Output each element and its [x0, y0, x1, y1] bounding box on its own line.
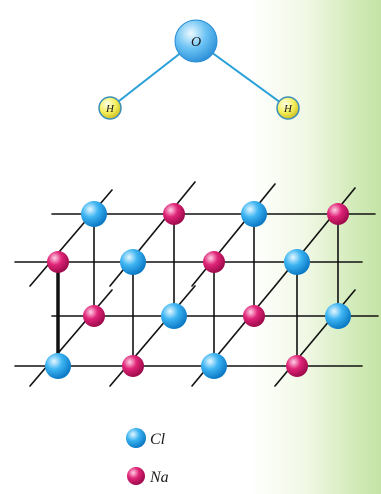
lattice-line: [29, 289, 113, 387]
lattice-line: [109, 285, 196, 387]
water-molecule: O H H: [98, 19, 300, 120]
legend-na-swatch: [127, 467, 145, 485]
cl-ion: [284, 249, 310, 275]
cl-ion: [45, 353, 71, 379]
na-ion: [122, 355, 144, 377]
cl-ion: [201, 353, 227, 379]
na-ion: [286, 355, 308, 377]
na-ion: [203, 251, 225, 273]
nacl-crystal-lattice: [14, 181, 379, 387]
cl-ion: [241, 201, 267, 227]
na-ion: [243, 305, 265, 327]
cl-ion: [120, 249, 146, 275]
hydrogen-atom-left: [98, 96, 122, 120]
legend-cl-label: Cl: [150, 431, 166, 448]
na-ion: [83, 305, 105, 327]
na-ion: [327, 203, 349, 225]
lattice-line: [274, 187, 356, 287]
na-ion: [47, 251, 69, 273]
na-ion: [163, 203, 185, 225]
legend: Cl Na: [126, 428, 169, 486]
lattice-line: [109, 181, 196, 287]
hydrogen-label-right: H: [283, 103, 293, 115]
cl-ion: [325, 303, 351, 329]
legend-na-label: Na: [149, 469, 169, 486]
cl-ion: [161, 303, 187, 329]
lattice-line: [191, 183, 276, 287]
hydrogen-atom-right: [276, 96, 300, 120]
oxygen-label: O: [191, 35, 201, 50]
legend-cl-swatch: [126, 428, 146, 448]
cl-ion: [81, 201, 107, 227]
hydrogen-label-left: H: [105, 103, 115, 115]
oxygen-atom: [174, 19, 218, 63]
